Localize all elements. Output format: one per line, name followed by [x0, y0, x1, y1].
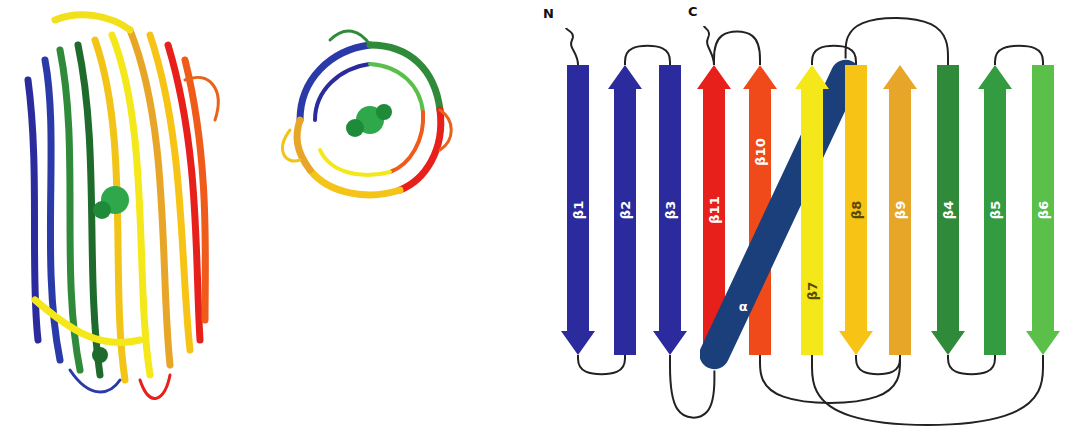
loop-connector [856, 355, 900, 374]
structure-label: β10 [753, 138, 768, 165]
loop-connector [578, 355, 625, 374]
loop-connector [995, 46, 1043, 65]
strand-body [561, 65, 595, 355]
beta-strand: β8 [839, 65, 873, 355]
structure-label: β5 [988, 201, 1003, 219]
structure-label: β6 [1036, 201, 1051, 219]
loop-connector [625, 46, 670, 65]
strand-body [931, 65, 965, 355]
helix-band [714, 75, 845, 355]
structure-label: β2 [618, 201, 633, 219]
beta-strand: β7 [795, 65, 829, 355]
loop-connector [760, 355, 900, 403]
beta-strand: β6 [1026, 65, 1060, 355]
beta-strand: β4 [931, 65, 965, 355]
strand-body [839, 65, 873, 355]
beta-strand: β2 [608, 65, 642, 355]
structure-label: β3 [663, 201, 678, 219]
top-view-barrel [283, 31, 452, 195]
terminus-label: N [543, 6, 554, 21]
strand-arrow [795, 65, 829, 355]
beta-strand: β1 [561, 65, 595, 355]
strand-body [653, 65, 687, 355]
alpha-helix: α [700, 52, 860, 377]
strand-body [883, 65, 917, 355]
structure-label: β9 [893, 201, 908, 219]
loop-connector [846, 18, 948, 65]
beta-strand: β9 [883, 65, 917, 355]
terminus-label: C [688, 4, 698, 19]
strand-body [795, 65, 829, 355]
side-view-barrel [28, 15, 218, 399]
strand-body [608, 65, 642, 355]
loop-connector [812, 355, 1043, 425]
strand-body [1026, 65, 1060, 355]
beta-strand: β5 [978, 65, 1012, 355]
structure-label: β4 [941, 201, 956, 219]
terminus-tails [566, 26, 714, 65]
structure-label: β1 [571, 201, 586, 219]
structure-label: β7 [805, 282, 820, 300]
strand-body [978, 65, 1012, 355]
structure-label: α [739, 298, 748, 313]
helix-shape [700, 52, 860, 377]
structure-label: β8 [849, 201, 864, 219]
beta-strand: β3 [653, 65, 687, 355]
loop-connector [948, 355, 995, 374]
loop-connector [714, 31, 760, 65]
structure-label: β11 [707, 196, 722, 223]
